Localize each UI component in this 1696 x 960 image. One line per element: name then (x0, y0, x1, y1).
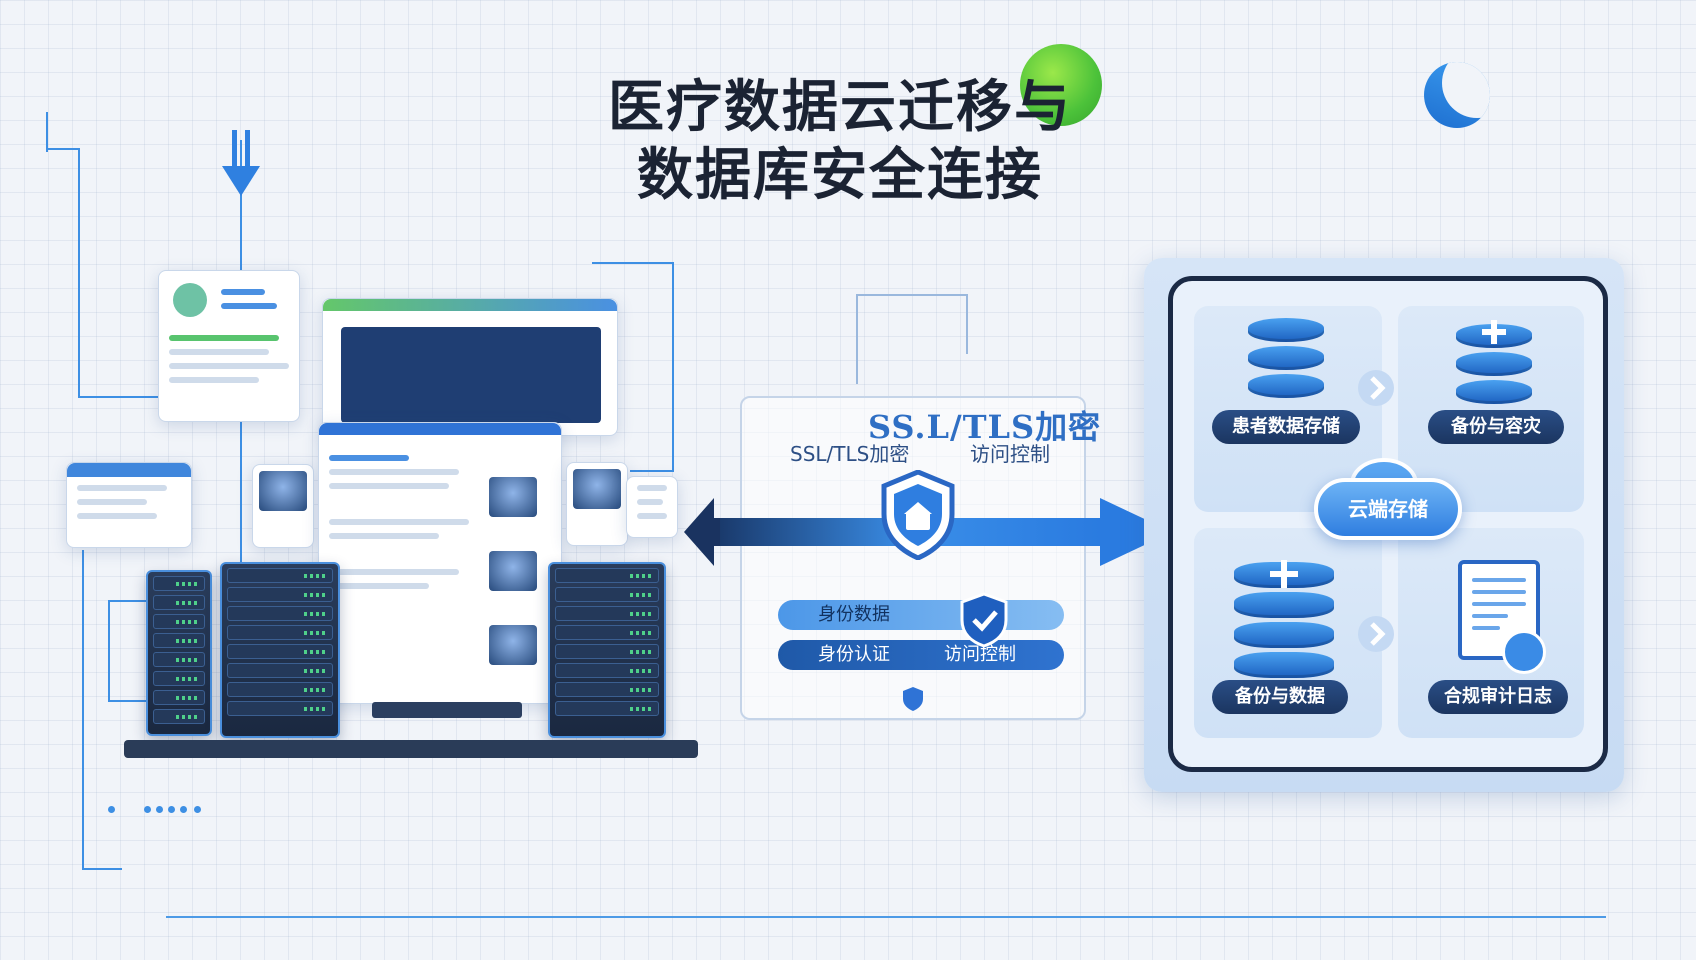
shield-icon (903, 687, 923, 711)
ssl-tls-label: SSL/TLS加密 (790, 442, 910, 466)
decor-dot (108, 806, 115, 813)
title-line-2: 数据库安全连接 (637, 143, 1043, 208)
screen-line (329, 455, 409, 461)
shield-check-icon (960, 592, 1008, 648)
connector-line (78, 148, 80, 398)
backup-dr-label: 备份与容灾 (1428, 410, 1564, 444)
server-rack (548, 562, 666, 738)
side-card-line (77, 485, 167, 491)
monitor-header (319, 423, 561, 435)
photo-thumbnail (489, 551, 537, 591)
server-rack (146, 570, 212, 736)
screen-line (329, 569, 459, 575)
profile-card (158, 270, 300, 422)
chevron-right-icon (1358, 616, 1394, 652)
connector-line (108, 600, 148, 602)
arrow-down-icon (222, 130, 260, 196)
photo-card (252, 464, 314, 548)
ssl-heading: SS.L/TLS加密 (868, 408, 1102, 446)
side-card-left (66, 462, 192, 548)
side-card-header (67, 463, 191, 477)
decor-dot (168, 806, 175, 813)
screen-line (329, 469, 459, 475)
database-icon (1248, 318, 1324, 402)
connector-line (78, 396, 158, 398)
side-card-line (637, 513, 667, 519)
database-plus-icon (1234, 560, 1334, 682)
plus-icon (1270, 560, 1298, 588)
connector-line (46, 148, 80, 150)
profile-line (169, 349, 269, 355)
audit-check-icon (1502, 630, 1546, 674)
connector-line (592, 262, 674, 264)
monitor-front (318, 422, 562, 704)
connector-line (46, 112, 48, 152)
access-control-label: 访问控制 (970, 442, 1050, 466)
connector-line (82, 550, 84, 870)
connector-line (966, 294, 968, 354)
moon-icon (1424, 62, 1490, 128)
monitor-stand (372, 702, 522, 718)
page-title: 医疗数据云迁移与 数据库安全连接 (560, 74, 1120, 210)
decor-dot (180, 806, 187, 813)
rack-base (124, 740, 698, 758)
screen-line (329, 519, 469, 525)
decor-dot (194, 806, 201, 813)
green-orb-icon (1020, 44, 1102, 126)
photo-thumbnail (489, 625, 537, 665)
audit-log-label: 合规审计日志 (1428, 680, 1568, 714)
side-card-line (77, 513, 157, 519)
profile-line (169, 377, 259, 383)
photo-thumbnail (573, 469, 621, 509)
bottom-rule (166, 916, 1606, 918)
photo-thumbnail (259, 471, 307, 511)
cloud-storage-label: 云端存储 (1314, 478, 1462, 540)
identity-auth-pill: 身份认证 (778, 640, 1064, 670)
avatar (173, 283, 207, 317)
profile-line (221, 289, 265, 295)
decor-dot (144, 806, 151, 813)
shield-icon (881, 470, 955, 560)
connector-line (630, 470, 674, 472)
connector-line (672, 262, 674, 472)
photo-card (566, 462, 628, 546)
database-plus-icon (1456, 320, 1532, 408)
title-line-1: 医疗数据云迁移与 (608, 75, 1072, 140)
side-card-line (637, 499, 663, 505)
screen-line (329, 583, 429, 589)
side-card-line (77, 499, 147, 505)
screen-line (329, 533, 439, 539)
profile-line (221, 303, 277, 309)
monitor-screen (341, 327, 601, 423)
connector-line (108, 700, 148, 702)
identity-data-pill: 身份数据 (778, 600, 1064, 630)
screen-line (329, 483, 449, 489)
side-card-right (626, 476, 678, 538)
chevron-right-icon (1358, 370, 1394, 406)
profile-line (169, 335, 279, 341)
access-control-pill-label: 访问控制 (944, 644, 1016, 665)
side-card-line (637, 485, 667, 491)
profile-line (169, 363, 289, 369)
connector-line (82, 868, 122, 870)
server-rack (220, 562, 340, 738)
patient-data-storage-label: 患者数据存储 (1212, 410, 1360, 444)
plus-icon (1482, 320, 1506, 344)
monitor-header (323, 299, 617, 311)
decor-dot (156, 806, 163, 813)
connector-line (108, 600, 110, 700)
connector-line (856, 294, 858, 384)
connector-line (856, 294, 966, 296)
monitor-back (322, 298, 618, 436)
document-icon (1458, 560, 1540, 660)
photo-thumbnail (489, 477, 537, 517)
backup-data-label: 备份与数据 (1212, 680, 1348, 714)
